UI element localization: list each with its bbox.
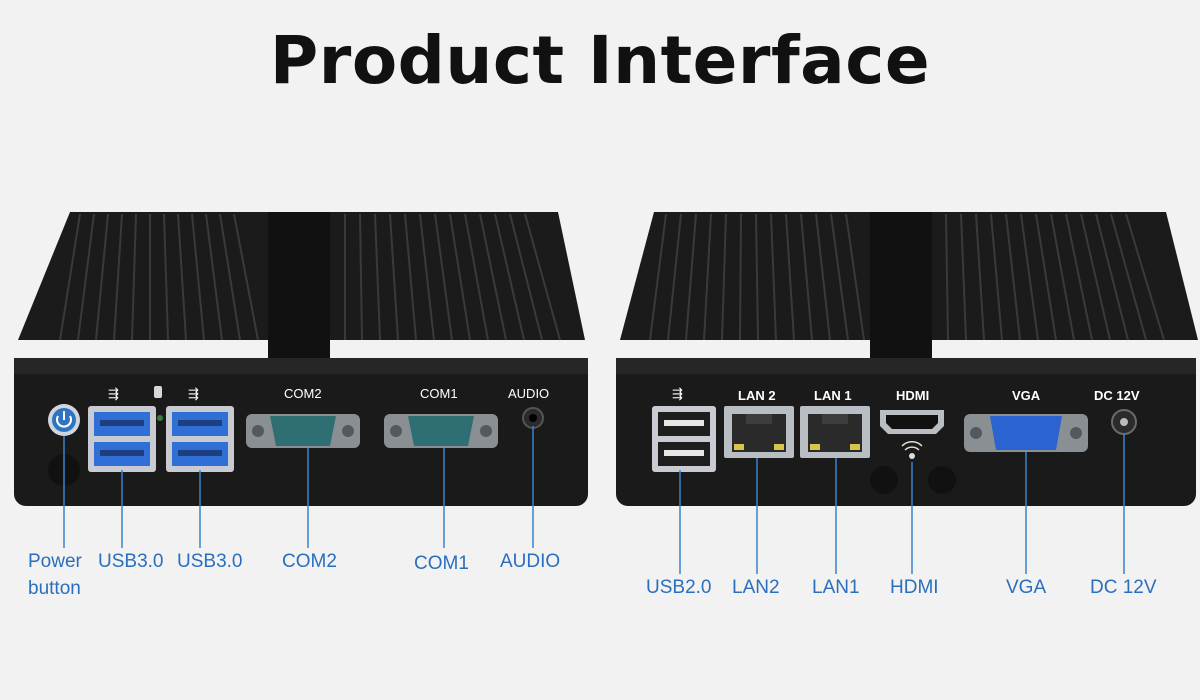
audio-port-label: AUDIO [508,386,549,401]
page-title: Product Interface [269,22,931,99]
usb30-port-stack-a[interactable]: ⇶ [88,386,156,472]
usb-icon: ⇶ [108,386,119,401]
callout-lan2: LAN2 [732,577,780,598]
heatsink-fins [59,213,561,341]
power-button[interactable] [48,404,80,436]
lan1-port-label: LAN 1 [814,388,852,403]
callout-audio: AUDIO [500,551,561,572]
com1-serial-port[interactable] [384,414,498,448]
usb30-port-stack-b[interactable]: ⇶ [166,386,234,472]
callout-usb20: USB2.0 [646,577,712,598]
com1-port-label: COM1 [420,386,458,401]
callout-vga: VGA [1006,577,1047,598]
wifi-antenna-icon [901,441,923,459]
heatsink-fins [649,213,1165,341]
com2-serial-port[interactable] [246,414,360,448]
com2-port-label: COM2 [284,386,322,401]
callout-usb30-b: USB3.0 [177,551,243,572]
callout-power-button: Power button [28,548,82,602]
lan1-ethernet-port[interactable] [800,406,870,458]
lan2-ethernet-port[interactable] [724,406,794,458]
callout-power-line2: button [28,578,81,599]
lan2-port-label: LAN 2 [738,388,776,403]
hdmi-port[interactable] [880,410,944,434]
callout-dc-12v: DC 12V [1090,577,1157,598]
callout-hdmi: HDMI [890,577,939,598]
callout-usb30-a: USB3.0 [98,551,164,572]
usb-icon: ⇶ [188,386,199,401]
callout-lan1: LAN1 [812,577,860,598]
vga-port-label: VGA [1012,388,1041,403]
usb20-port-stack[interactable]: ⇶ [652,386,716,472]
hdmi-port-label: HDMI [896,388,929,403]
dc-port-label: DC 12V [1094,388,1140,403]
front-panel-device: ⇶ ⇶ COM2 COM1 AUDIO [14,212,588,506]
callout-com1: COM1 [414,553,469,574]
foot-rear-2 [928,466,956,494]
vga-port[interactable] [964,414,1088,452]
hdd-led-icon [154,386,162,398]
foot-rear-1 [870,466,898,494]
callout-com2: COM2 [282,551,337,572]
usb-icon: ⇶ [672,386,683,401]
rear-panel-device: ⇶ LAN 2 LAN 1 HDMI VGA [616,212,1198,506]
status-led [157,415,163,421]
callout-power-line1: Power [28,551,82,572]
